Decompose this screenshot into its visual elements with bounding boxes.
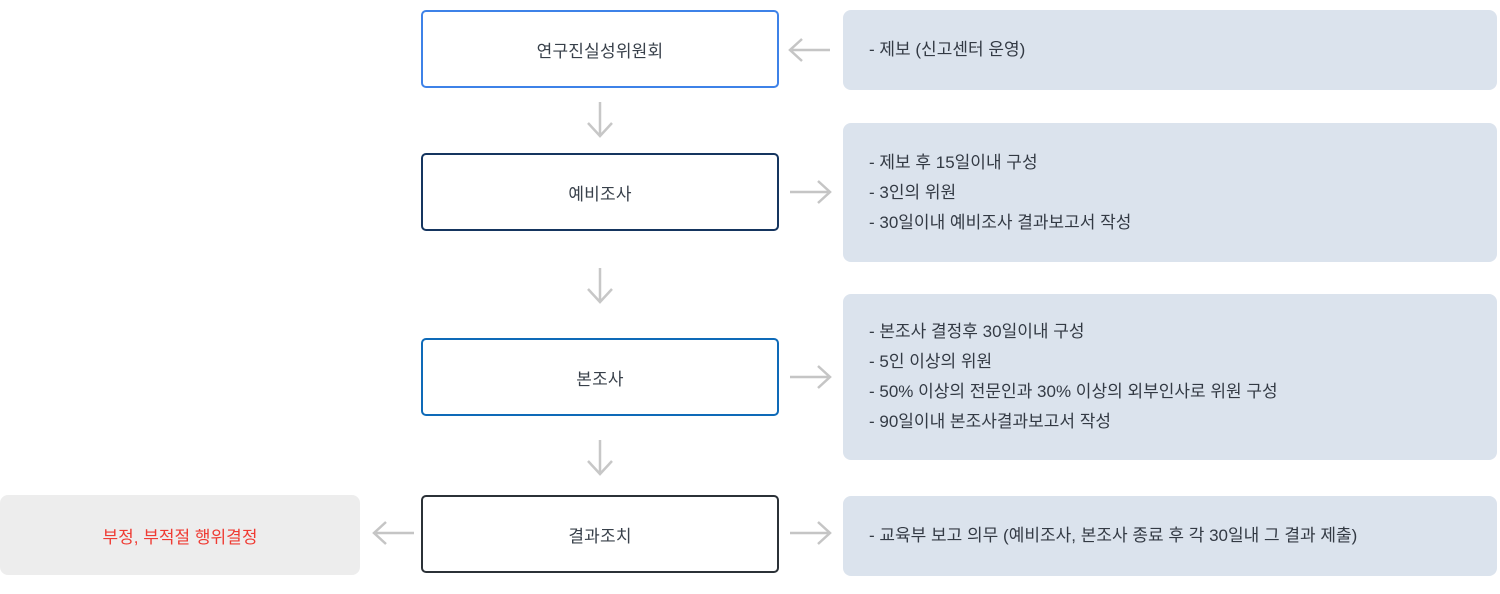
- flow-box-committee: 연구진실성위원회: [421, 10, 779, 88]
- note-line: - 본조사 결정후 30일이내 구성: [869, 322, 1085, 341]
- note-line: - 3인의 위원: [869, 182, 957, 202]
- flow-box-preliminary-investigation: 예비조사: [421, 153, 779, 231]
- left-arrow-icon: [788, 35, 832, 65]
- note-line: - 교육부 보고 의무 (예비조사, 본조사 종료 후 각 30일내 그 결과 …: [869, 526, 1358, 545]
- right-arrow-icon: [788, 362, 832, 392]
- down-arrow-icon: [585, 266, 615, 304]
- note-panel-report: - 제보 (신고센터 운영): [843, 10, 1497, 90]
- right-arrow-icon: [788, 177, 832, 207]
- flow-box-result-action: 결과조치: [421, 495, 779, 573]
- note-line: - 90일이내 본조사결과보고서 작성: [869, 412, 1112, 431]
- left-arrow-icon: [372, 518, 416, 548]
- note-line: - 5인 이상의 위원: [869, 352, 993, 371]
- note-line: - 제보 후 15일이내 구성: [869, 152, 1038, 172]
- note-line: - 50% 이상의 전문인과 30% 이상의 외부인사로 위원 구성: [869, 382, 1278, 401]
- flow-box-main-investigation: 본조사: [421, 338, 779, 416]
- note-panel-main: - 본조사 결정후 30일이내 구성 - 5인 이상의 위원 - 50% 이상의…: [843, 294, 1497, 460]
- right-arrow-icon: [788, 518, 832, 548]
- note-line: - 30일이내 예비조사 결과보고서 작성: [869, 212, 1132, 232]
- note-panel-result: - 교육부 보고 의무 (예비조사, 본조사 종료 후 각 30일내 그 결과 …: [843, 496, 1497, 576]
- note-line: - 제보 (신고센터 운영): [869, 40, 1026, 59]
- down-arrow-icon: [585, 438, 615, 476]
- note-panel-preliminary: - 제보 후 15일이내 구성 - 3인의 위원 - 30일이내 예비조사 결과…: [843, 123, 1497, 262]
- down-arrow-icon: [585, 100, 615, 138]
- result-panel: 부정, 부적절 행위결정: [0, 495, 360, 575]
